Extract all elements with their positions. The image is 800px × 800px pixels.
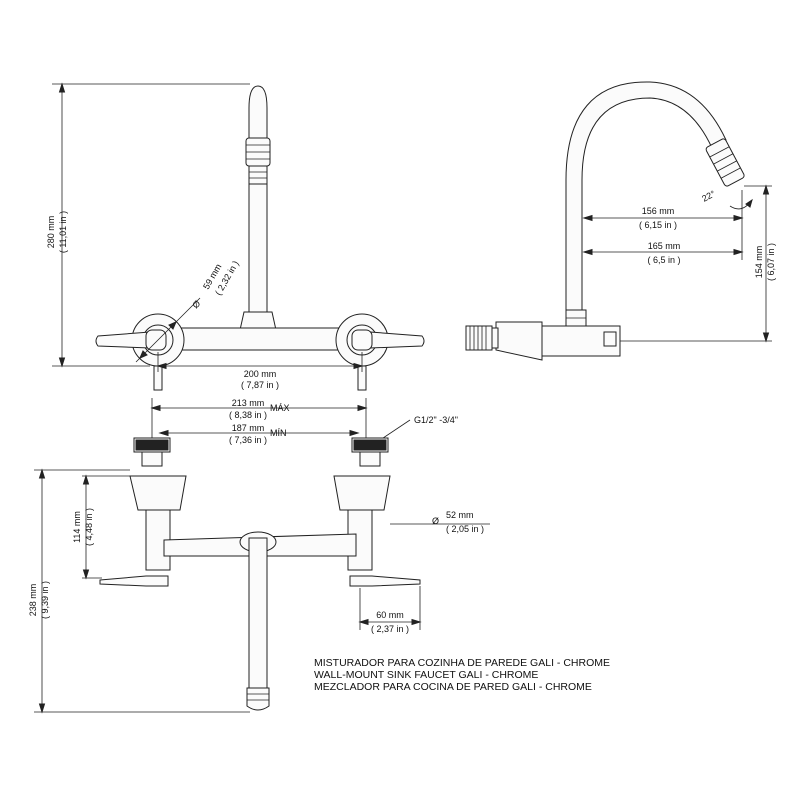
handle-length-mm: 60 mm bbox=[376, 610, 404, 620]
flange-diameter-symbol: Ø bbox=[432, 516, 439, 526]
dimension-spacing: 213 mm MÁX ( 8,38 in ) 187 mm MÍN ( 7,36… bbox=[150, 398, 368, 445]
dimension-height-total: 280 mm ( 11,01 in ) bbox=[46, 82, 250, 368]
caption-es: MEZCLADOR PARA COCINA DE PARED GALI - CH… bbox=[314, 681, 592, 693]
caption-en: WALL-MOUNT SINK FAUCET GALI - CHROME bbox=[314, 669, 538, 681]
dimension-side-reach: 156 mm ( 6,15 in ) 165 mm ( 6,5 in ) bbox=[582, 190, 744, 265]
side-elevation-view bbox=[465, 81, 745, 361]
side-reach-2-mm: 165 mm bbox=[648, 241, 681, 251]
spout-angle-label: 22° bbox=[700, 188, 717, 203]
thread-label: G1/2" -3/4" bbox=[414, 415, 458, 425]
total-depth-in: ( 9,39 in ) bbox=[40, 581, 50, 619]
base-width-in: ( 7,87 in ) bbox=[241, 380, 279, 390]
total-depth-mm: 238 mm bbox=[28, 584, 38, 617]
dimension-handle-length: 60 mm ( 2,37 in ) bbox=[358, 586, 422, 634]
side-reach-1-mm: 156 mm bbox=[642, 206, 675, 216]
height-total-in: ( 11,01 in ) bbox=[58, 211, 68, 253]
caption-pt: MISTURADOR PARA COZINHA DE PAREDE GALI -… bbox=[314, 657, 610, 669]
dimension-front-height: 114 mm ( 4,48 in ) bbox=[72, 474, 132, 580]
dimension-spout-angle: 22° bbox=[700, 188, 753, 210]
side-height-in: ( 6,07 in ) bbox=[766, 243, 776, 281]
spacing-max-in: ( 8,38 in ) bbox=[229, 410, 267, 420]
height-total-mm: 280 mm bbox=[46, 216, 56, 249]
side-reach-1-in: ( 6,15 in ) bbox=[639, 220, 677, 230]
thread-callout: G1/2" -3/4" bbox=[379, 415, 458, 441]
handle-length-in: ( 2,37 in ) bbox=[371, 624, 409, 634]
dimension-total-depth: 238 mm ( 9,39 in ) bbox=[28, 468, 250, 714]
spacing-max-mm: 213 mm bbox=[232, 398, 265, 408]
dimension-flange-diameter: Ø 52 mm ( 2,05 in ) bbox=[390, 510, 490, 534]
plan-view bbox=[99, 437, 421, 711]
product-caption: MISTURADOR PARA COZINHA DE PAREDE GALI -… bbox=[314, 657, 610, 693]
flange-diameter-mm: 52 mm bbox=[446, 510, 474, 520]
dimension-side-height: 154 mm ( 6,07 in ) bbox=[620, 184, 776, 343]
front-height-in: ( 4,48 in ) bbox=[84, 508, 94, 546]
side-reach-2-in: ( 6,5 in ) bbox=[647, 255, 680, 265]
base-width-mm: 200 mm bbox=[244, 369, 277, 379]
flange-diameter-in: ( 2,05 in ) bbox=[446, 524, 484, 534]
side-height-mm: 154 mm bbox=[754, 246, 764, 279]
front-elevation-view bbox=[95, 85, 425, 391]
spacing-min-label: MÍN bbox=[270, 428, 287, 438]
spacing-min-mm: 187 mm bbox=[232, 423, 265, 433]
handle-diameter-symbol: Ø bbox=[190, 298, 202, 310]
spacing-max-label: MÁX bbox=[270, 403, 290, 413]
dimension-base-width: 200 mm ( 7,87 in ) bbox=[156, 352, 364, 390]
front-height-mm: 114 mm bbox=[72, 511, 82, 543]
spacing-min-in: ( 7,36 in ) bbox=[229, 435, 267, 445]
